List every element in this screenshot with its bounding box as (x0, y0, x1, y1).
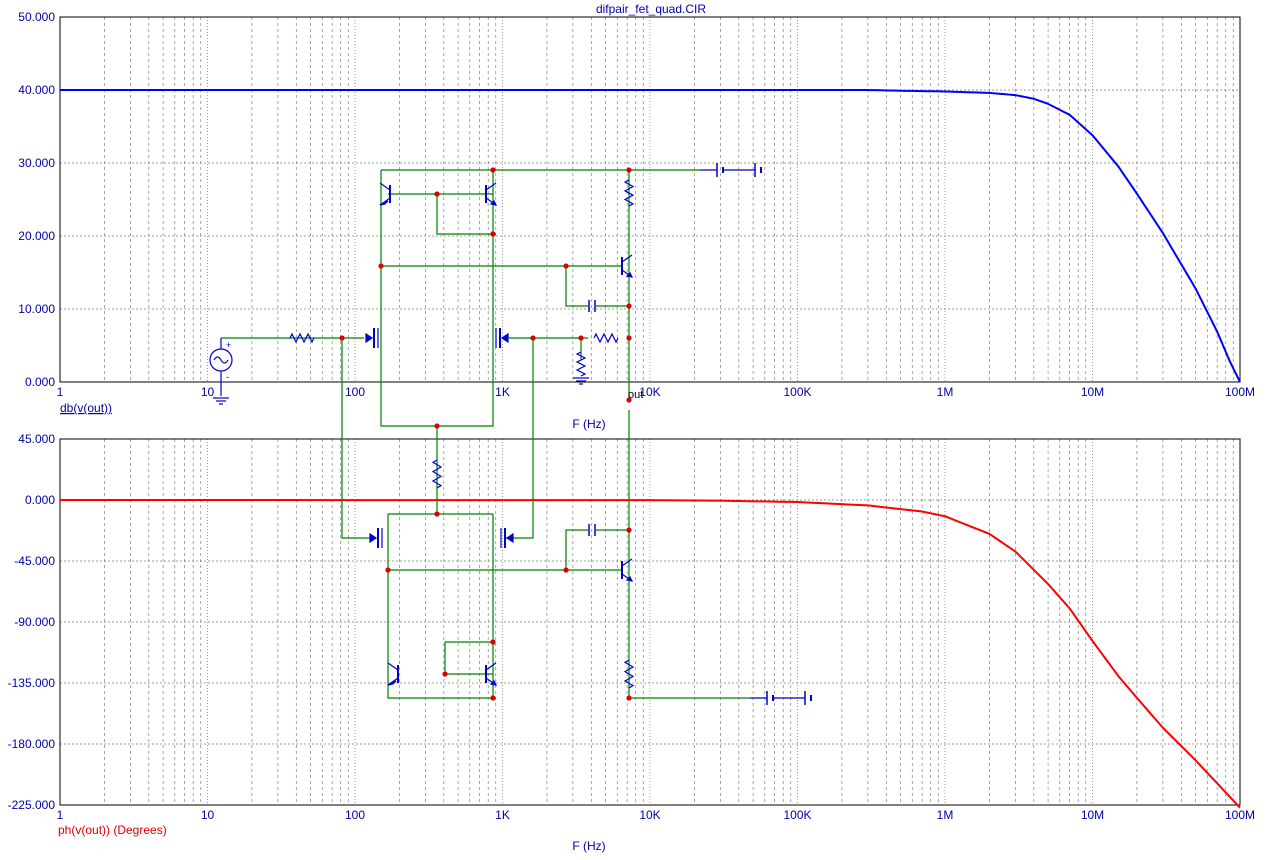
source-plus-label: + (226, 340, 231, 350)
mag-x-tick-label: 100 (345, 385, 365, 399)
out-node-label: out (628, 389, 643, 401)
junction-node (626, 303, 632, 309)
fet (505, 532, 514, 544)
fet (369, 532, 378, 544)
resistor (623, 179, 635, 207)
transistor (379, 182, 391, 191)
junction-node (434, 511, 440, 517)
phase-y-tick-label: -45.000 (14, 554, 55, 568)
junction-node (626, 527, 632, 533)
phase-x-tick-label: 1 (57, 808, 64, 822)
phase-y-tick-label: 45.000 (18, 432, 55, 446)
fet (500, 332, 509, 344)
wire (436, 194, 493, 235)
wire (565, 529, 588, 570)
chart-title: difpair_fet_quad.CIR (596, 2, 706, 16)
mag-y-tick-label: 0.000 (25, 375, 55, 389)
junction-node (490, 167, 496, 173)
junction-node (626, 335, 632, 341)
junction-node (434, 423, 440, 429)
junction-node (385, 567, 391, 573)
ac-source (213, 356, 229, 364)
mag-y-tick-label: 40.000 (18, 83, 55, 97)
phase-y-tick-label: -90.000 (14, 615, 55, 629)
transistor (489, 679, 498, 686)
transistor (485, 182, 497, 191)
transistor (379, 200, 389, 206)
mag-x-tick-label: 1M (937, 385, 954, 399)
circuit-schematic: + - out (209, 163, 812, 705)
junction-node (490, 231, 496, 237)
mag-x-tick-label: 10 (201, 385, 215, 399)
junction-node (434, 191, 440, 197)
transistor (625, 575, 634, 582)
phase-x-tick-label: 100K (783, 808, 811, 822)
junction-node (378, 263, 384, 269)
phase-x-tick-label: 10M (1081, 808, 1104, 822)
mag-y-tick-label: 30.000 (18, 156, 55, 170)
mag-x-tick-label: 10K (639, 385, 660, 399)
mag-y-tick-label: 10.000 (18, 302, 55, 316)
transistor (625, 271, 634, 278)
transistor (489, 199, 498, 206)
phase-panel: 1 10 100 1K 10K 100K 1M 10M 100M 45.000 0.000 -45.0… (8, 432, 1255, 822)
phase-y-tick-label: 0.000 (25, 493, 55, 507)
phase-x-tick-label: 1K (495, 808, 510, 822)
transistor (387, 680, 397, 686)
resistor (623, 659, 635, 689)
phase-series-trace (59, 499, 1241, 809)
junction-node (490, 639, 496, 645)
fet (365, 332, 374, 344)
resistor (593, 332, 619, 344)
mag-y-tick-label: 20.000 (18, 229, 55, 243)
phase-x-tick-label: 100 (345, 808, 365, 822)
junction-node (563, 263, 569, 269)
phase-y-tick-label: -180.000 (8, 737, 56, 751)
phase-y-tick-label: -135.000 (8, 676, 56, 690)
junction-node (578, 335, 584, 341)
mag-x-tick-label: 100K (783, 385, 811, 399)
junction-node (530, 335, 536, 341)
mag-series-trace (60, 89, 1241, 383)
transistor (485, 662, 497, 671)
junction-node (490, 695, 496, 701)
mag-plot-frame (59, 16, 1241, 383)
transistor (387, 662, 399, 671)
transistor (621, 558, 633, 567)
phase-y-axis-label: ph(v(out)) (Degrees) (58, 823, 167, 837)
mag-y-tick-label: 50.000 (18, 10, 55, 24)
resistor (289, 332, 315, 344)
phase-x-tick-label: 10 (201, 808, 215, 822)
wire (341, 338, 374, 539)
mag-x-tick-label: 1 (57, 385, 64, 399)
junction-node (626, 695, 632, 701)
transistor (621, 254, 633, 263)
junction-node (563, 567, 569, 573)
phase-y-tick-label: -225.000 (8, 798, 56, 812)
phase-x-tick-label: 1M (937, 808, 954, 822)
source-minus-label: - (226, 372, 229, 382)
resistor (575, 351, 587, 377)
phase-x-axis-label: F (Hz) (572, 839, 605, 853)
mag-x-axis-label: F (Hz) (572, 417, 605, 431)
junction-node (626, 397, 632, 403)
phase-x-tick-label: 10K (639, 808, 660, 822)
junction-node (339, 335, 345, 341)
wire (506, 338, 534, 539)
mag-y-axis-label: db(v(out)) (60, 401, 112, 415)
phase-x-tick-label: 100M (1225, 808, 1255, 822)
mag-x-tick-label: 1K (495, 385, 510, 399)
resistor (431, 459, 443, 489)
magnitude-panel: 1 10 100 1K 10K 100K 1M 10M 100M 50.000 40.000 30.0… (18, 10, 1255, 399)
wire (565, 266, 588, 307)
phase-plot-frame (59, 438, 1241, 806)
junction-node (626, 167, 632, 173)
mag-x-tick-label: 10M (1081, 385, 1104, 399)
mag-x-tick-label: 100M (1225, 385, 1255, 399)
junction-node (442, 671, 448, 677)
wire (387, 514, 493, 699)
